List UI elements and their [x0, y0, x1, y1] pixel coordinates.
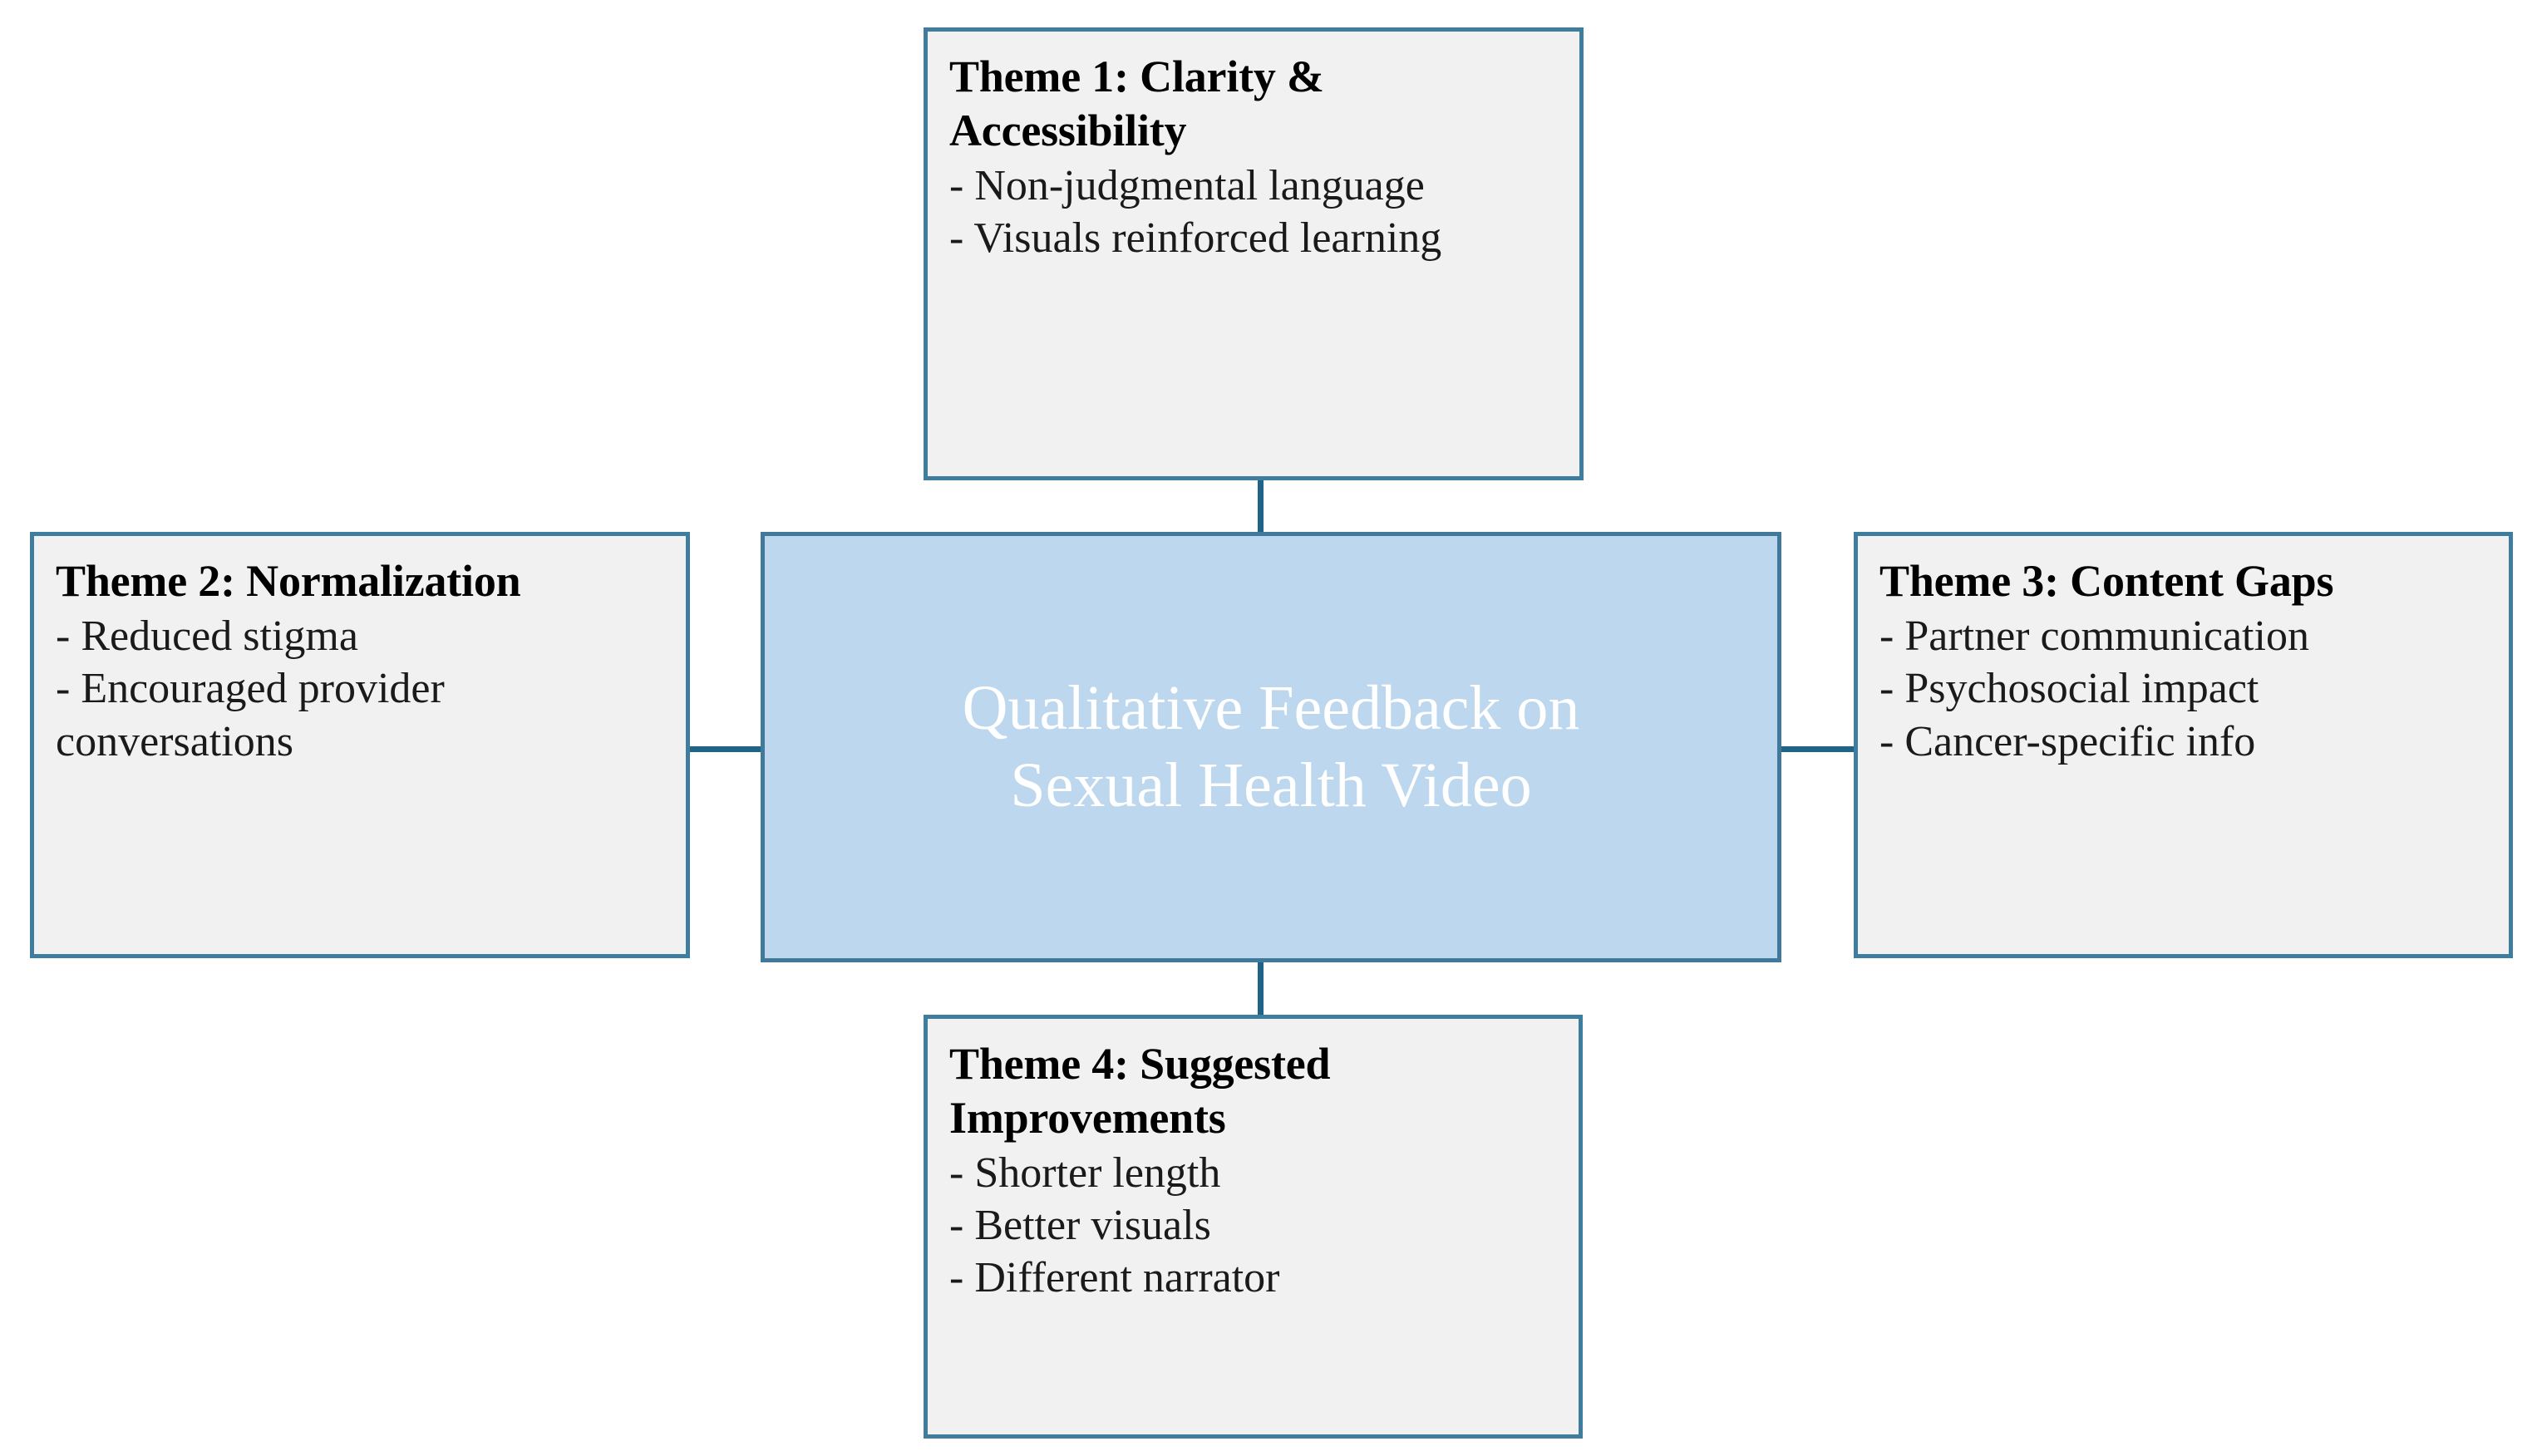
theme1-title: Theme 1: Clarity & Accessibility [949, 52, 1324, 155]
theme3-bullet-2: - Psychosocial impact [1879, 665, 2259, 713]
theme4-bullet-1: - Shorter length [949, 1149, 1221, 1197]
center-box[interactable]: Qualitative Feedback on Sexual Health Vi… [761, 532, 1781, 962]
theme3-bullet-list: - Partner communication - Psychosocial i… [1879, 610, 2487, 768]
theme4-bullet-3: - Different narrator [949, 1254, 1280, 1302]
theme1-bullet-list: - Non-judgmental language - Visuals rein… [949, 160, 1558, 265]
theme1-box[interactable]: Theme 1: Clarity & Accessibility - Non-j… [924, 27, 1584, 480]
theme4-box[interactable]: Theme 4: Suggested Improvements - Shorte… [924, 1015, 1583, 1439]
theme4-title: Theme 4: Suggested Improvements [949, 1039, 1331, 1143]
theme3-bullet-3: - Cancer-specific info [1879, 717, 2256, 765]
connector-center-to-theme2 [687, 746, 763, 752]
theme2-title: Theme 2: Normalization [56, 556, 521, 606]
theme1-bullet-1: - Non-judgmental language [949, 161, 1425, 209]
theme2-box[interactable]: Theme 2: Normalization - Reduced stigma … [30, 532, 690, 958]
center-title-line-1: Qualitative Feedback on [962, 673, 1580, 744]
theme2-bullet-list: - Reduced stigma - Encouraged provider c… [56, 610, 664, 768]
theme4-bullet-2: - Better visuals [949, 1202, 1211, 1250]
theme2-bullet-2: - Encouraged provider conversations [56, 665, 445, 765]
connector-center-to-theme4 [1258, 959, 1264, 1017]
theme4-bullet-list: - Shorter length - Better visuals - Diff… [949, 1147, 1557, 1305]
theme3-box[interactable]: Theme 3: Content Gaps - Partner communic… [1854, 532, 2513, 958]
theme3-title: Theme 3: Content Gaps [1879, 556, 2334, 606]
theme1-bullet-2: - Visuals reinforced learning [949, 214, 1442, 263]
theme2-bullet-1: - Reduced stigma [56, 612, 358, 660]
connector-center-to-theme3 [1778, 746, 1856, 752]
center-title: Qualitative Feedback on Sexual Health Vi… [963, 670, 1580, 824]
center-title-line-2: Sexual Health Video [1010, 750, 1532, 820]
theme3-bullet-1: - Partner communication [1879, 612, 2309, 660]
connector-center-to-theme1 [1258, 478, 1264, 534]
